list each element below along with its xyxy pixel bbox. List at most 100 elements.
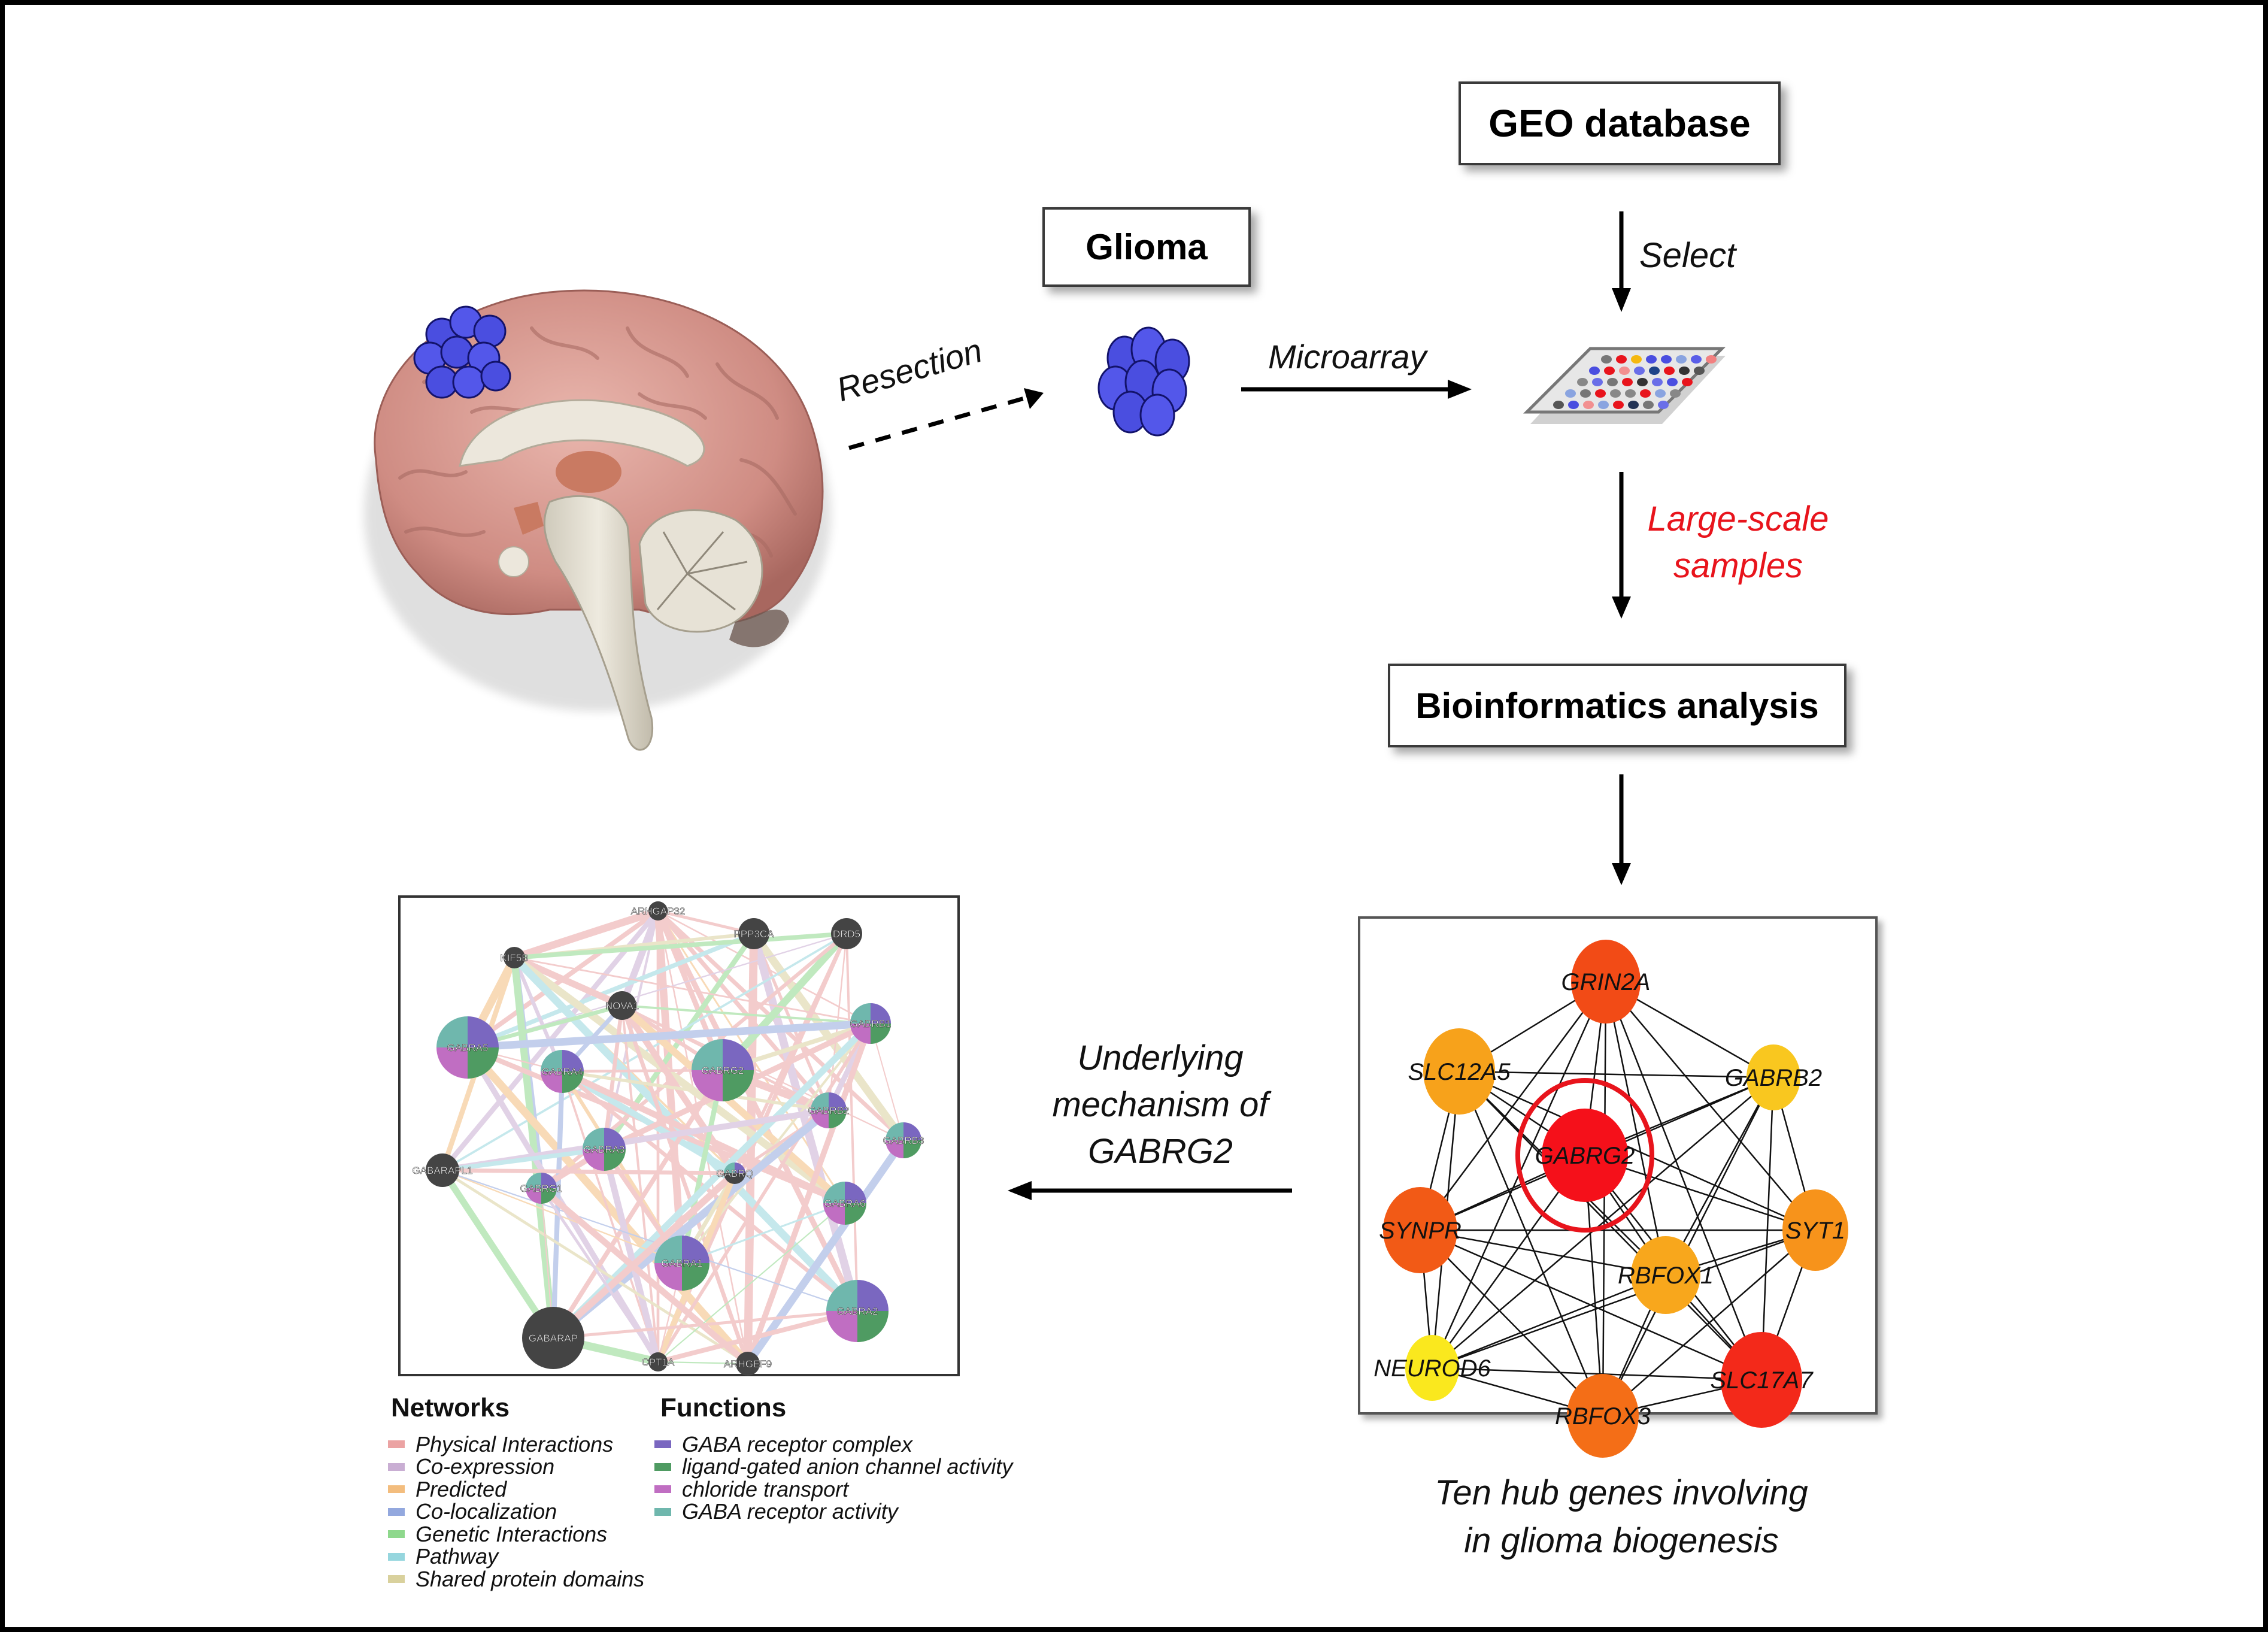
networks-legend-item: Co-expression [388, 1454, 644, 1479]
hub-node-synpr: SYNPR [1379, 1187, 1462, 1273]
functions-legend-item: GABA receptor activity [654, 1499, 1012, 1524]
functions-legend-item: chloride transport [654, 1477, 1012, 1501]
legend-label: Genetic Interactions [416, 1521, 608, 1546]
glioma-box: Glioma [1042, 207, 1251, 287]
legend-swatch [388, 1485, 405, 1494]
network-edge [657, 1203, 845, 1362]
hub-edge [1602, 981, 1607, 1416]
geo-database-box: GEO database [1459, 81, 1781, 165]
microarray-well [1631, 355, 1642, 364]
glioma-tumor-icon [1097, 326, 1190, 437]
network-node-gabrb1: GABRB1 [850, 1003, 892, 1044]
hub-edge [1420, 1229, 1666, 1276]
legend-label: GABA receptor activity [682, 1499, 898, 1524]
microarray-well [1553, 401, 1564, 409]
network-edge [560, 1068, 847, 1206]
microarray-well [1652, 378, 1663, 386]
network-node-gabra2: GABRA2 [826, 1280, 889, 1342]
network-node-label: ARHGAP32 [631, 906, 686, 917]
microarray-arrow [1241, 380, 1472, 399]
microarray-well [1607, 378, 1618, 386]
network-node-gabra3: GABRA3 [583, 1128, 626, 1171]
hub-edge [1605, 981, 1816, 1231]
network-node-gabarapl1: GABARAPL1 [412, 1153, 473, 1187]
large-scale-line2: samples [1673, 546, 1803, 585]
hub-edge [1760, 1077, 1775, 1380]
microarray-label: Microarray [1268, 338, 1427, 376]
network-node-label: NOVA1 [605, 1000, 639, 1012]
network-edge [601, 1148, 662, 1363]
microarray-well [1637, 378, 1648, 386]
networks-legend-item: Genetic Interactions [388, 1521, 644, 1546]
hub-node-circle [1782, 1189, 1848, 1271]
network-node-label: GABRA3 [584, 1144, 625, 1155]
hub-node-gabrb2: GABRB2 [1725, 1044, 1822, 1110]
network-edge [513, 954, 624, 1009]
microarray-well [1577, 378, 1588, 386]
network-node-nova1: NOVA1 [605, 991, 639, 1020]
hub-node-circle [1383, 1187, 1457, 1273]
hub-edge [1419, 981, 1607, 1231]
hub-caption-line1: Ten hub genes involving [1435, 1473, 1808, 1512]
legend-swatch [388, 1440, 405, 1449]
bioinformatics-analysis-box: Bioinformatics analysis [1388, 664, 1846, 747]
network-edge [657, 1361, 748, 1365]
network-node-gabra6: GABRA6 [823, 1182, 866, 1225]
networks-legend-item: Pathway [388, 1544, 644, 1569]
network-edge [621, 1004, 871, 1025]
hub-edge [1432, 1229, 1816, 1369]
microarray-well [1565, 389, 1576, 398]
network-edge [514, 931, 847, 960]
network-node-label: GABRA6 [824, 1198, 866, 1209]
microarray-well [1595, 389, 1606, 398]
microarray-well [1658, 401, 1669, 409]
hub-edge [1459, 1070, 1774, 1079]
hub-node-gabrg2: GABRG2 [1535, 1109, 1635, 1202]
microarray-well [1664, 367, 1675, 375]
hub-node-label: SYT1 [1785, 1218, 1845, 1244]
microarray-well [1706, 355, 1717, 364]
hub-node-syt1: SYT1 [1782, 1189, 1848, 1271]
microarray-well [1622, 378, 1633, 386]
network-edge [656, 1022, 872, 1363]
network-node-label: GABRA1 [662, 1258, 703, 1269]
network-edge [561, 1071, 659, 1362]
functions-legend-item: ligand-gated anion channel activity [654, 1454, 1012, 1479]
network-node-label: GABRB2 [808, 1105, 850, 1116]
microarray-well [1583, 401, 1594, 409]
analysis-down-arrow [1612, 774, 1631, 885]
network-node-gabrb3: GABRB3 [883, 1122, 924, 1158]
functions-legend-title: Functions [660, 1393, 787, 1422]
large-scale-line1: Large-scale [1647, 499, 1829, 538]
hub-node-label: NEUROD6 [1373, 1355, 1491, 1382]
network-edge [845, 933, 859, 1312]
networks-legend-item: Co-localization [388, 1499, 644, 1524]
legend-label: Physical Interactions [416, 1431, 614, 1457]
network-node-label: GABRA2 [837, 1306, 878, 1317]
microarray-well [1619, 367, 1630, 375]
network-node-arhgef9: ARHGEF9 [724, 1352, 772, 1376]
legend-swatch [654, 1507, 671, 1516]
legend-swatch [654, 1440, 671, 1449]
network-edge [539, 1187, 660, 1363]
microarray-well [1667, 378, 1678, 386]
network-node-arhgap32: ARHGAP32 [630, 901, 686, 921]
microarray-well [1568, 401, 1579, 409]
mechanism-line2: mechanism of [1052, 1085, 1269, 1124]
legend-swatch [388, 1507, 405, 1516]
tumor-in-brain [413, 305, 511, 399]
hub-node-circle [1631, 1236, 1700, 1314]
figure-canvas: Resection Glioma Microarray GEO database… [5, 5, 2263, 1627]
mechanism-line3: GABRG2 [1088, 1132, 1233, 1171]
network-edge [439, 1168, 556, 1340]
microarray-well [1604, 367, 1615, 375]
legend-swatch [388, 1530, 405, 1539]
microarray-well [1598, 401, 1609, 409]
network-node-label: GABARAPL1 [412, 1165, 472, 1176]
select-arrow [1612, 211, 1631, 312]
hub-node-circle [1542, 1109, 1628, 1202]
